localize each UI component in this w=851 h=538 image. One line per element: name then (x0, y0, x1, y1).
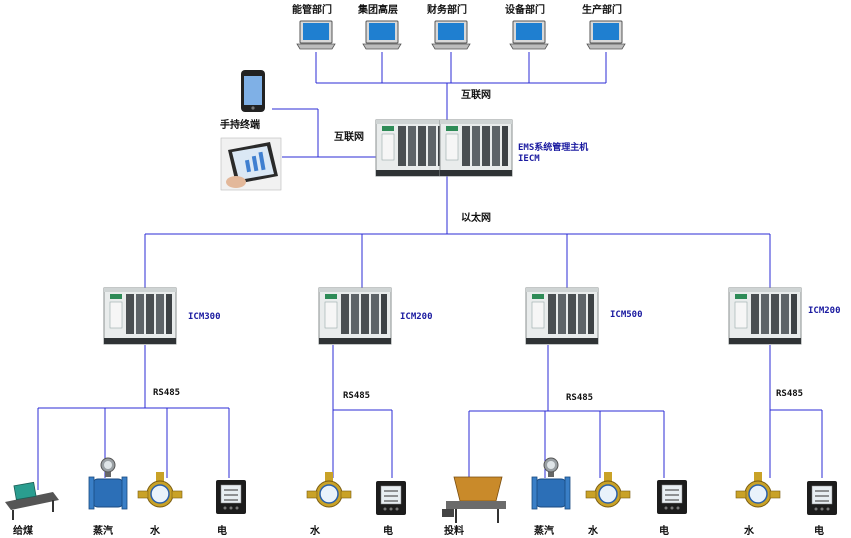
device-label: 水 (310, 526, 320, 537)
device-label: 电 (659, 526, 669, 537)
rack-controller-icon (318, 287, 392, 345)
controller-label: ICM200 (808, 306, 841, 316)
rs485-label: RS485 (776, 389, 804, 399)
controller-label: ICM300 (188, 312, 221, 322)
rack-controller-icon (525, 287, 599, 345)
device-label: 投料 (444, 526, 464, 537)
controller-label: ICM500 (610, 310, 643, 320)
rack-controller-icon (439, 119, 513, 177)
ethernet-label: 以太网 (461, 213, 491, 224)
device-label: 电 (217, 526, 227, 537)
device-label: 给煤 (13, 526, 33, 537)
tablet-icon (220, 137, 282, 191)
water-meter-icon (735, 471, 781, 508)
device-label: 水 (744, 526, 754, 537)
smartphone-icon (241, 70, 265, 112)
flowmeter-icon (531, 457, 571, 510)
laptop-icon (586, 20, 626, 50)
power-meter-icon (375, 480, 407, 516)
feed-hopper-icon (442, 476, 506, 523)
water-meter-icon (585, 471, 631, 508)
device-label: 水 (150, 526, 160, 537)
device-label: 蒸汽 (93, 526, 113, 537)
handheld-label: 手持终端 (220, 120, 260, 131)
host-title: EMS系统管理主机 (518, 143, 589, 153)
device-label: 水 (588, 526, 598, 537)
host-model: IECM (518, 154, 540, 164)
rack-controller-icon (375, 119, 449, 177)
power-meter-icon (656, 479, 688, 515)
coal-feeder-icon (5, 481, 59, 520)
controller-label: ICM200 (400, 312, 433, 322)
flowmeter-icon (88, 457, 128, 510)
rs485-label: RS485 (566, 393, 594, 403)
department-label: 集团高层 (358, 5, 398, 16)
department-label: 设备部门 (505, 5, 545, 16)
laptop-icon (296, 20, 336, 50)
department-label: 生产部门 (582, 5, 622, 16)
water-meter-icon (306, 471, 352, 508)
water-meter-icon (137, 471, 183, 508)
device-label: 电 (383, 526, 393, 537)
rack-controller-icon (728, 287, 802, 345)
power-meter-icon (215, 479, 247, 515)
device-label: 蒸汽 (534, 526, 554, 537)
internet-label: 互联网 (461, 90, 491, 101)
department-label: 财务部门 (427, 5, 467, 16)
internet-label: 互联网 (334, 132, 364, 143)
laptop-icon (509, 20, 549, 50)
power-meter-icon (806, 480, 838, 516)
rs485-label: RS485 (153, 388, 181, 398)
department-label: 能管部门 (292, 5, 332, 16)
rs485-label: RS485 (343, 391, 371, 401)
laptop-icon (431, 20, 471, 50)
device-label: 电 (814, 526, 824, 537)
laptop-icon (362, 20, 402, 50)
rack-controller-icon (103, 287, 177, 345)
